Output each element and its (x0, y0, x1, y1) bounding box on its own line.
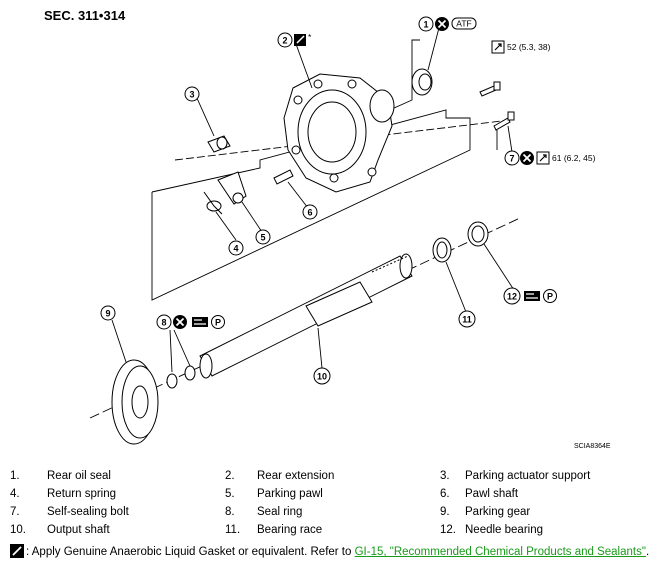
legend-name: Needle bearing (465, 524, 544, 536)
svg-text:9: 9 (105, 309, 110, 319)
rear-oil-seal-part (411, 68, 433, 96)
legend-number: 8. (225, 506, 235, 518)
svg-text:P: P (215, 318, 221, 328)
legend-row: 10. Output shaft 11. Bearing race 12. Ne… (10, 524, 640, 542)
legend-name: Bearing race (257, 524, 323, 536)
legend-name: Output shaft (47, 524, 110, 536)
p-icon (543, 289, 557, 303)
pawl-shaft-part (273, 169, 294, 185)
svg-text:61 (6.2, 45): 61 (6.2, 45) (552, 153, 596, 163)
note-end: . (645, 546, 650, 558)
rear-extension-housing (283, 73, 395, 193)
output-shaft-part (199, 253, 413, 379)
legend-name: Self-sealing bolt (47, 506, 129, 518)
grease-icon (192, 317, 208, 327)
callout-12: 12 P (503, 287, 557, 305)
legend-number: 3. (440, 470, 450, 482)
image-code: SCIA8364E (574, 443, 611, 450)
gasket-icon (10, 544, 24, 558)
parking-pawl-part (217, 171, 247, 205)
legend-number: 12. (440, 524, 456, 536)
callout-11: 11 (458, 310, 476, 328)
self-sealing-bolts (479, 81, 515, 131)
torque-callout-upper: 52 (5.3, 38) (491, 40, 551, 54)
exploded-view-diagram: 1 ATF 2 * 3 4 5 6 7 61 (6.2, 45) 8 (89, 16, 596, 445)
svg-text:6: 6 (307, 208, 312, 218)
parking-gear-part (111, 359, 159, 445)
svg-text:12: 12 (507, 292, 517, 302)
callout-1: 1 ATF (418, 16, 477, 32)
atf-badge (451, 17, 477, 30)
legend-number: 4. (10, 488, 20, 500)
legend-row: 4. Return spring 5. Parking pawl 6. Pawl… (10, 488, 640, 506)
legend-name: Parking pawl (257, 488, 323, 500)
legend-row: 7. Self-sealing bolt 8. Seal ring 9. Par… (10, 506, 640, 524)
section-code: SEC. 311•314 (44, 8, 126, 23)
svg-text:4: 4 (233, 244, 238, 254)
callout-7: 7 61 (6.2, 45) (504, 150, 596, 166)
svg-text:7: 7 (509, 154, 514, 164)
parking-actuator-support-part (207, 135, 231, 153)
parts-legend: 1. Rear oil seal 2. Rear extension 3. Pa… (10, 470, 640, 542)
sealant-note: : Apply Genuine Anaerobic Liquid Gasket … (10, 544, 649, 558)
legend-number: 6. (440, 488, 450, 500)
grease-icon (524, 291, 540, 301)
legend-name: Return spring (47, 488, 117, 500)
svg-text:5: 5 (260, 233, 265, 243)
legend-number: 9. (440, 506, 450, 518)
svg-text:1: 1 (423, 20, 428, 30)
svg-text:11: 11 (462, 315, 472, 325)
legend-number: 1. (10, 470, 20, 482)
bearing-race-part (432, 237, 452, 263)
svg-text:3: 3 (189, 90, 194, 100)
svg-text:P: P (547, 292, 553, 302)
return-spring-part (203, 191, 223, 215)
svg-text:8: 8 (161, 318, 166, 328)
callout-8: 8 P (156, 314, 225, 330)
legend-name: Pawl shaft (465, 488, 519, 500)
legend-number: 5. (225, 488, 235, 500)
callout-10: 10 (313, 367, 331, 385)
svg-text:*: * (308, 32, 312, 42)
svg-text:52 (5.3, 38): 52 (5.3, 38) (507, 42, 551, 52)
legend-number: 11. (225, 524, 241, 536)
legend-number: 7. (10, 506, 20, 518)
needle-bearing-part (467, 221, 489, 247)
note-text: : Apply Genuine Anaerobic Liquid Gasket … (26, 546, 355, 558)
legend-name: Seal ring (257, 506, 303, 518)
legend-number: 10. (10, 524, 26, 536)
sealant-reference-link[interactable]: GI-15, "Recommended Chemical Products an… (354, 546, 646, 558)
callout-6: 6 (302, 204, 318, 220)
legend-name: Parking actuator support (465, 470, 591, 482)
legend-name: Rear oil seal (47, 470, 111, 482)
callout-3: 3 (184, 86, 200, 102)
callout-5: 5 (255, 229, 271, 245)
callout-4: 4 (228, 240, 244, 256)
svg-text:ATF: ATF (456, 19, 471, 29)
legend-row: 1. Rear oil seal 2. Rear extension 3. Pa… (10, 470, 640, 488)
callout-9: 9 (100, 305, 116, 321)
callout-2: 2 * (277, 32, 312, 48)
svg-text:2: 2 (282, 36, 287, 46)
legend-name: Parking gear (465, 506, 531, 518)
seal-rings-part (166, 365, 196, 389)
legend-name: Rear extension (257, 470, 335, 482)
legend-number: 2. (225, 470, 235, 482)
svg-text:10: 10 (317, 372, 327, 382)
p-icon (211, 315, 225, 329)
